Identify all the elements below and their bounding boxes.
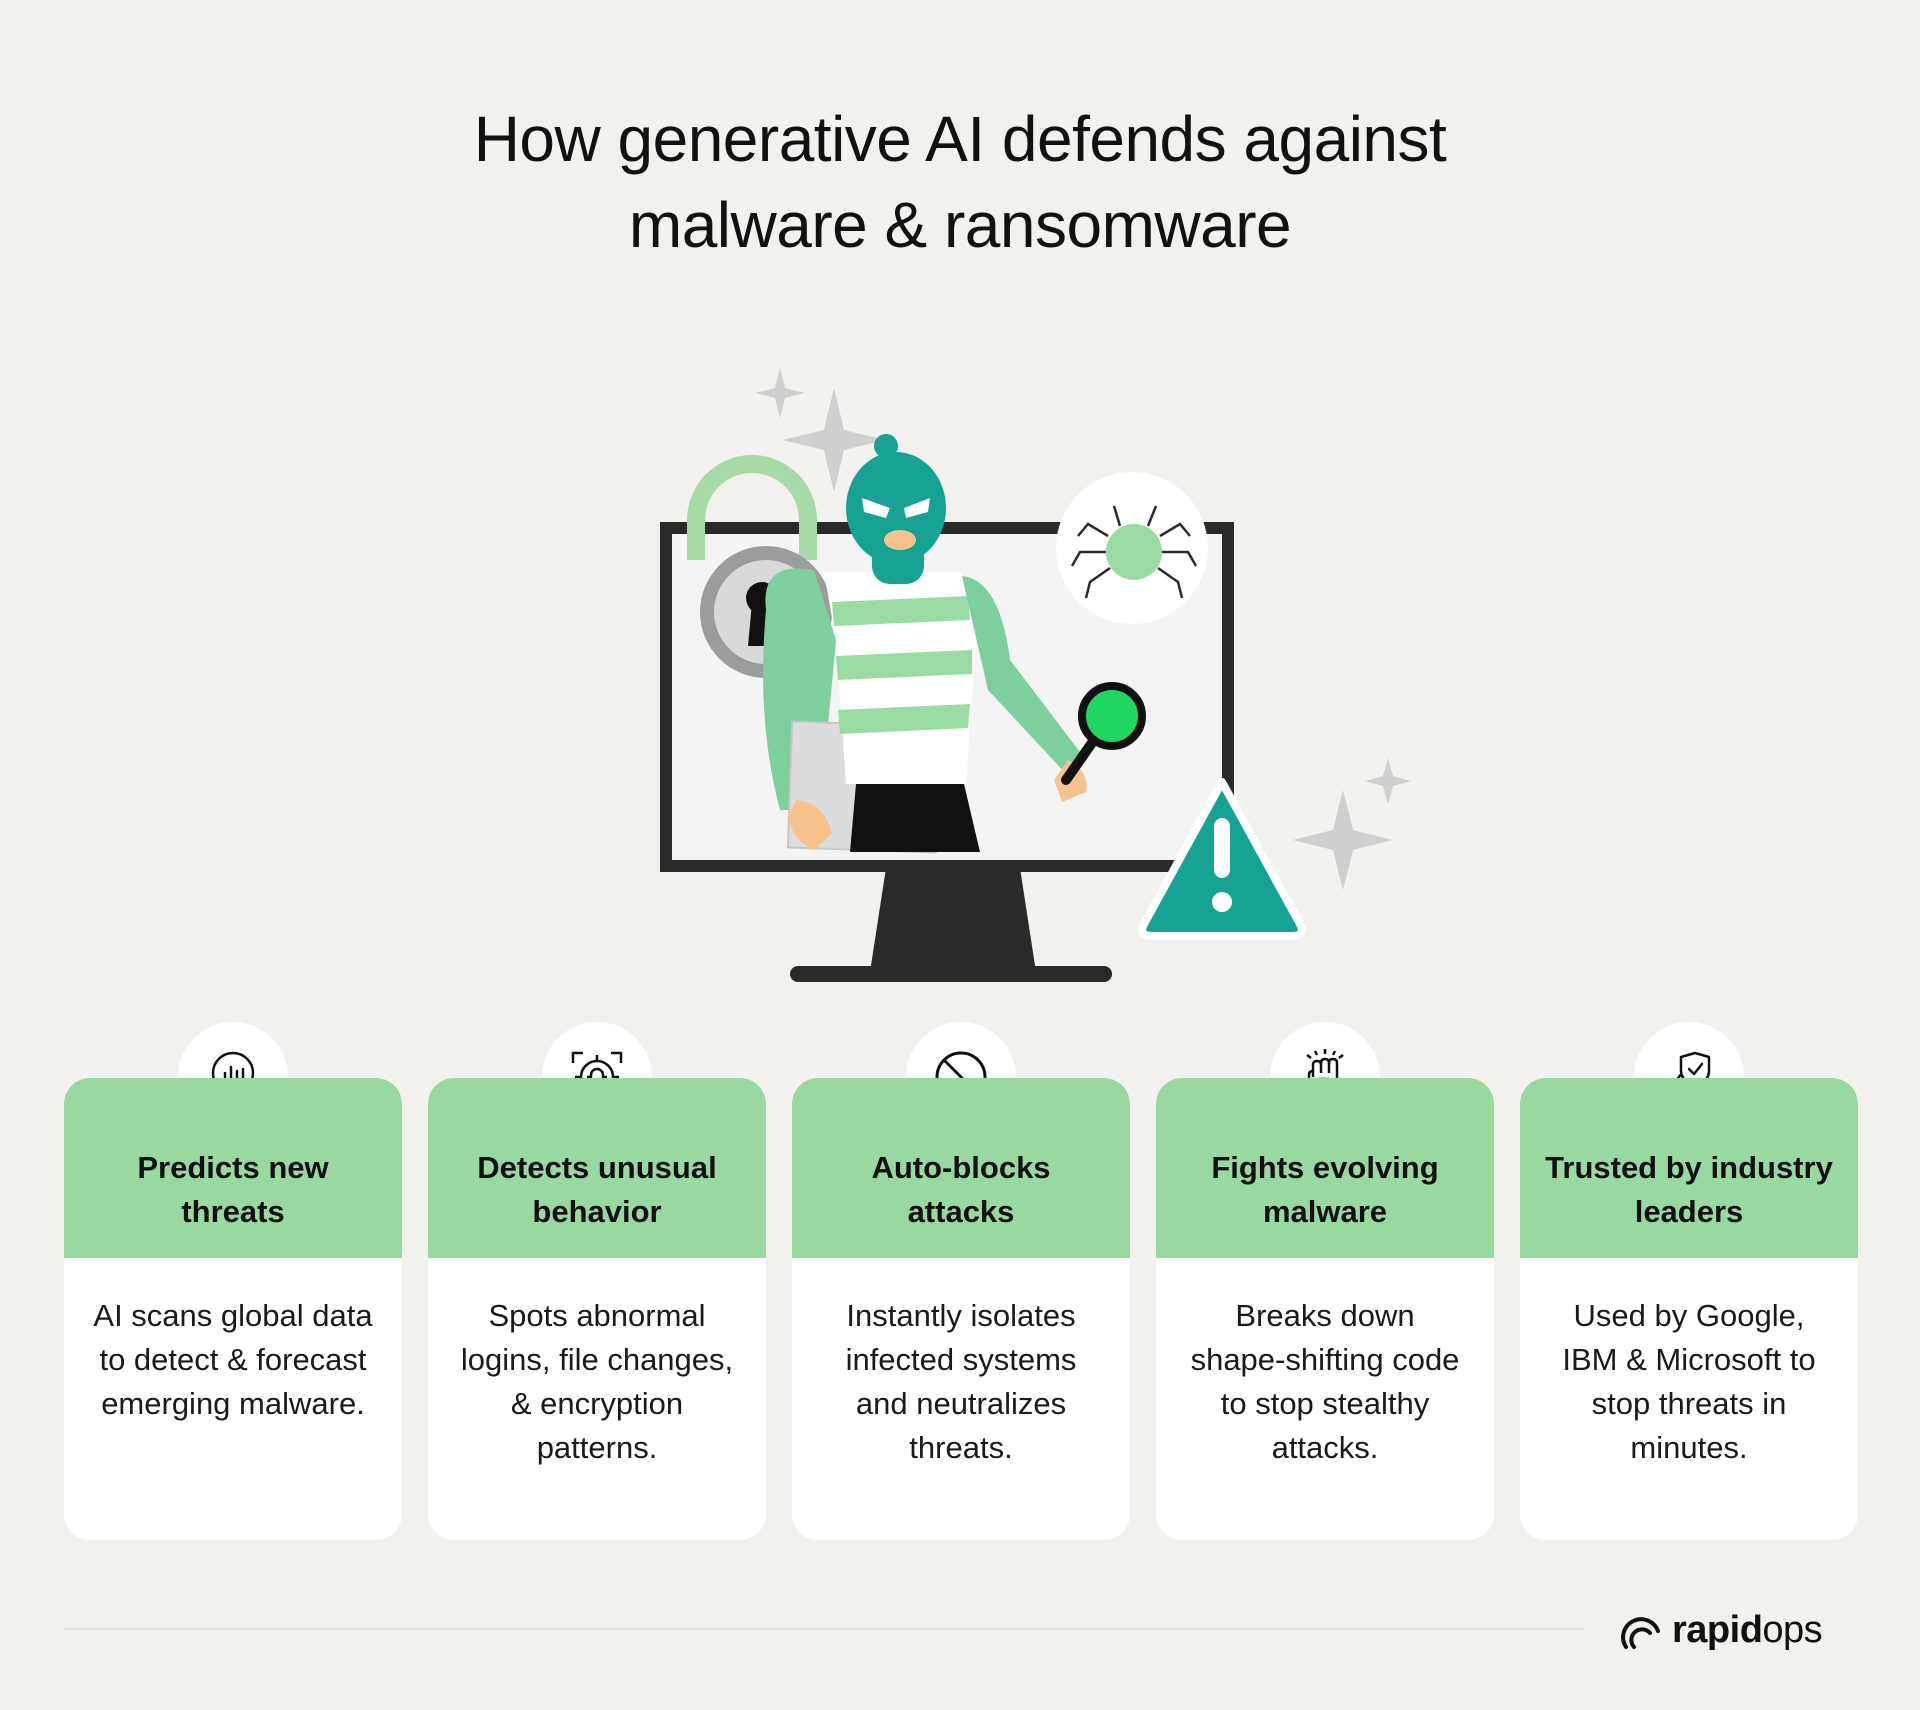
card-description: Breaks down shape-shifting code to stop … (1190, 1298, 1460, 1465)
card-title: Predicts new threats (64, 1078, 402, 1258)
brand-name-bold: rapid (1672, 1608, 1763, 1651)
hero-illustration (600, 340, 1460, 1000)
sparkle-icon (1365, 758, 1411, 804)
rapidops-logo-icon (1621, 1617, 1660, 1649)
footer-divider (64, 1628, 1584, 1630)
card-fights-evolving-malware: Fights evolving malware Breaks down shap… (1156, 1078, 1494, 1540)
hacker (763, 434, 1087, 854)
sparkle-icon (1293, 790, 1393, 890)
card-trusted-by-industry-leaders: Trusted by industry leaders Used by Goog… (1520, 1078, 1858, 1540)
sparkle-icon (782, 388, 886, 492)
bug-icon (1056, 472, 1208, 624)
card-description: Instantly isolates infected systems and … (845, 1298, 1077, 1465)
card-detects-unusual-behavior: Detects unusual behavior Spots abnormal … (428, 1078, 766, 1540)
page-title: How generative AI defends against malwar… (0, 96, 1920, 268)
brand-name: rapidops (1672, 1608, 1823, 1652)
brand-logo: rapidops (1618, 1600, 1823, 1660)
card-title: Auto-blocks attacks (792, 1078, 1130, 1258)
sparkle-icon (755, 368, 805, 418)
warning-icon (1138, 778, 1306, 940)
magnifier-icon (1061, 682, 1146, 785)
card-auto-blocks-attacks: Auto-blocks attacks Instantly isolates i… (792, 1078, 1130, 1540)
card-description: AI scans global data to detect & forecas… (93, 1298, 373, 1421)
card-predicts-new-threats: Predicts new threats AI scans global dat… (64, 1078, 402, 1540)
card-title: Fights evolving malware (1156, 1078, 1494, 1258)
card-description: Used by Google, IBM & Microsoft to stop … (1562, 1298, 1816, 1465)
card-title: Detects unusual behavior (428, 1078, 766, 1258)
brand-name-light: ops (1762, 1608, 1823, 1651)
card-title: Trusted by industry leaders (1520, 1078, 1858, 1258)
card-description: Spots abnormal logins, file changes, & e… (460, 1298, 734, 1465)
page-title-line-1: How generative AI defends against (473, 103, 1447, 175)
feature-cards: Predicts new threats AI scans global dat… (64, 1022, 1858, 1542)
page-title-line-2: malware & ransomware (628, 189, 1292, 261)
hero-illustration-svg (660, 368, 1411, 982)
